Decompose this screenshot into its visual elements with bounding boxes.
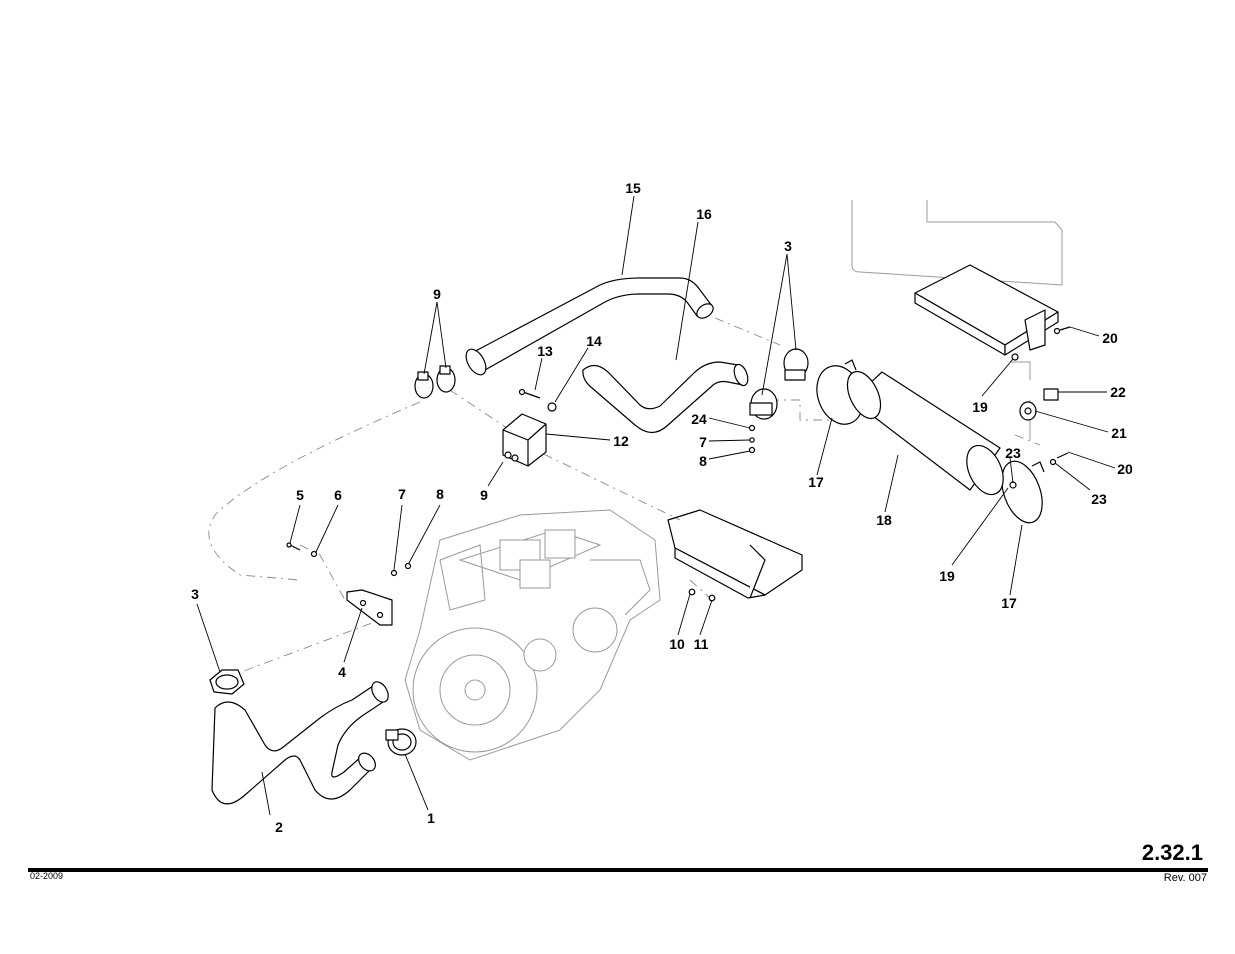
parts-19-23-mount-hardware (1009, 326, 1071, 489)
part-24-7-8-hardware (748, 424, 756, 454)
revision-label: Rev. 007 (1163, 872, 1207, 884)
callout-3-upper: 3 (784, 238, 792, 254)
part-2-lower-exhaust-pipe (211, 681, 389, 805)
part-10-11-hardware (688, 588, 716, 602)
callout-11: 11 (694, 636, 709, 652)
callout-3-lower: 3 (191, 586, 199, 602)
callout-9-upper: 9 (433, 286, 441, 302)
parts-5-8-small-hardware (286, 542, 412, 577)
date-code: 02-2009 (30, 871, 64, 881)
leader-lines (196, 195, 1116, 816)
callout-6: 6 (334, 487, 342, 503)
callout-4: 4 (338, 664, 346, 680)
callout-21: 21 (1111, 425, 1127, 441)
footer-rule (28, 868, 1208, 872)
part-1-pipe-clamp (385, 728, 417, 756)
engine-ghost (404, 509, 661, 761)
part-14-washer (547, 402, 557, 412)
callout-7-upper: 7 (699, 434, 707, 450)
part-16-middle-exhaust-pipe (582, 361, 749, 434)
callout-19-lower: 19 (939, 568, 955, 584)
callout-18: 18 (876, 512, 892, 528)
part-3-clamps-upper (749, 348, 809, 420)
callout-23-right: 23 (1091, 491, 1107, 507)
callout-17-lower: 17 (1001, 595, 1017, 611)
callout-12: 12 (613, 433, 629, 449)
part-4-mount-bracket (346, 589, 393, 626)
callout-8-upper: 8 (699, 453, 707, 469)
callout-9-lower: 9 (480, 487, 488, 503)
callout-2: 2 (275, 819, 283, 835)
part-15-upper-exhaust-pipe (465, 277, 714, 376)
part-18-muffler (846, 370, 1004, 496)
assembly-center-lines (208, 317, 1041, 679)
heat-shield-tray (914, 264, 1059, 356)
callout-20-lower: 20 (1117, 461, 1133, 477)
page-number: 2.32.1 (1141, 840, 1203, 865)
callout-19-upper: 19 (972, 399, 988, 415)
part-9-pipe-clamps-upper (414, 365, 456, 399)
callout-8-lower: 8 (436, 486, 444, 502)
callout-10: 10 (669, 636, 685, 652)
callout-17-upper: 17 (808, 474, 824, 490)
engine-mount-tray (667, 509, 803, 599)
callout-15: 15 (625, 180, 641, 196)
callout-22: 22 (1110, 384, 1126, 400)
callout-5: 5 (296, 487, 304, 503)
callout-labels: 15 16 3 9 13 14 24 7 8 12 9 17 18 19 23 … (191, 180, 1133, 835)
part-12-bracket (502, 413, 547, 467)
part-13-bolt (518, 388, 541, 399)
part-3-gasket-lower (209, 669, 245, 695)
callout-1: 1 (427, 810, 435, 826)
callout-7-lower: 7 (398, 486, 406, 502)
callout-14: 14 (586, 333, 602, 349)
callout-16: 16 (696, 206, 712, 222)
part-17-muffler-clamp-rear (1001, 460, 1045, 524)
callout-23-left: 23 (1005, 445, 1021, 461)
callout-13: 13 (537, 343, 553, 359)
callout-24: 24 (691, 411, 707, 427)
callout-20-upper: 20 (1102, 330, 1118, 346)
